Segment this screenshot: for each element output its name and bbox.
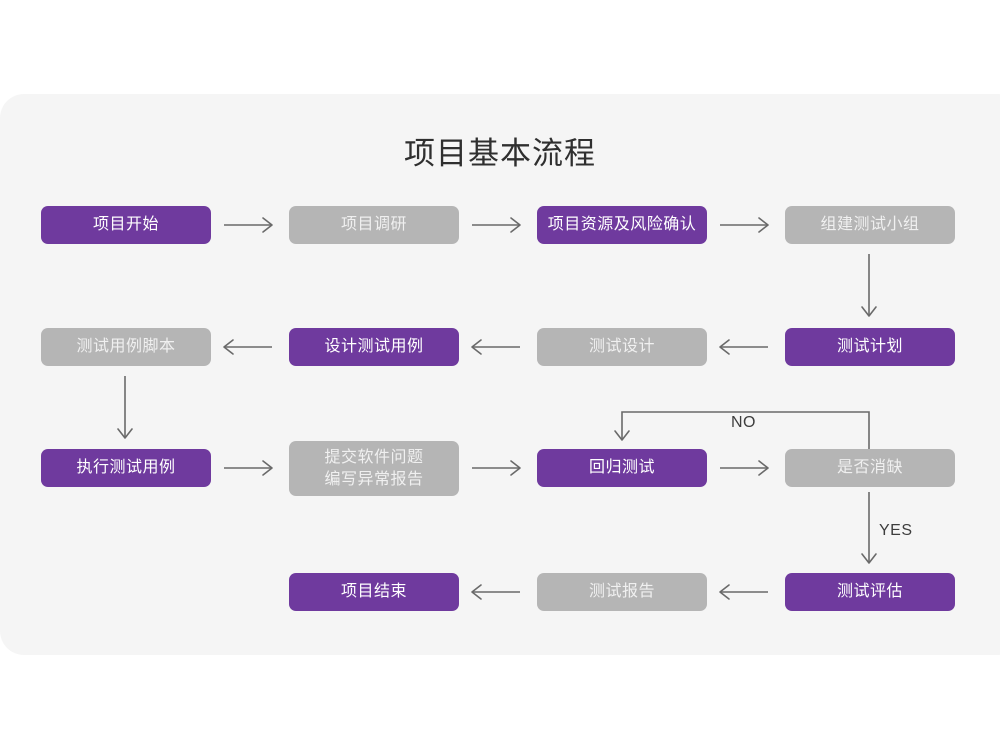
node-submit-issue-report[interactable]: 提交软件问题 编写异常报告: [289, 441, 459, 496]
edge-label-yes: YES: [879, 522, 913, 539]
node-project-start[interactable]: 项目开始: [41, 206, 211, 244]
node-test-evaluation[interactable]: 测试评估: [785, 573, 955, 611]
node-form-test-team[interactable]: 组建测试小组: [785, 206, 955, 244]
node-regression-test[interactable]: 回归测试: [537, 449, 707, 487]
node-resource-risk-confirm[interactable]: 项目资源及风险确认: [537, 206, 707, 244]
node-execute-test-case[interactable]: 执行测试用例: [41, 449, 211, 487]
node-project-research[interactable]: 项目调研: [289, 206, 459, 244]
page-title: 项目基本流程: [404, 136, 596, 171]
node-defect-cleared-decision[interactable]: 是否消缺: [785, 449, 955, 487]
diagram-card-background: [0, 94, 1000, 655]
node-test-design[interactable]: 测试设计: [537, 328, 707, 366]
node-test-case-script[interactable]: 测试用例脚本: [41, 328, 211, 366]
node-test-report[interactable]: 测试报告: [537, 573, 707, 611]
node-test-plan[interactable]: 测试计划: [785, 328, 955, 366]
edge-label-no: NO: [731, 414, 756, 431]
node-project-end[interactable]: 项目结束: [289, 573, 459, 611]
node-design-test-case[interactable]: 设计测试用例: [289, 328, 459, 366]
